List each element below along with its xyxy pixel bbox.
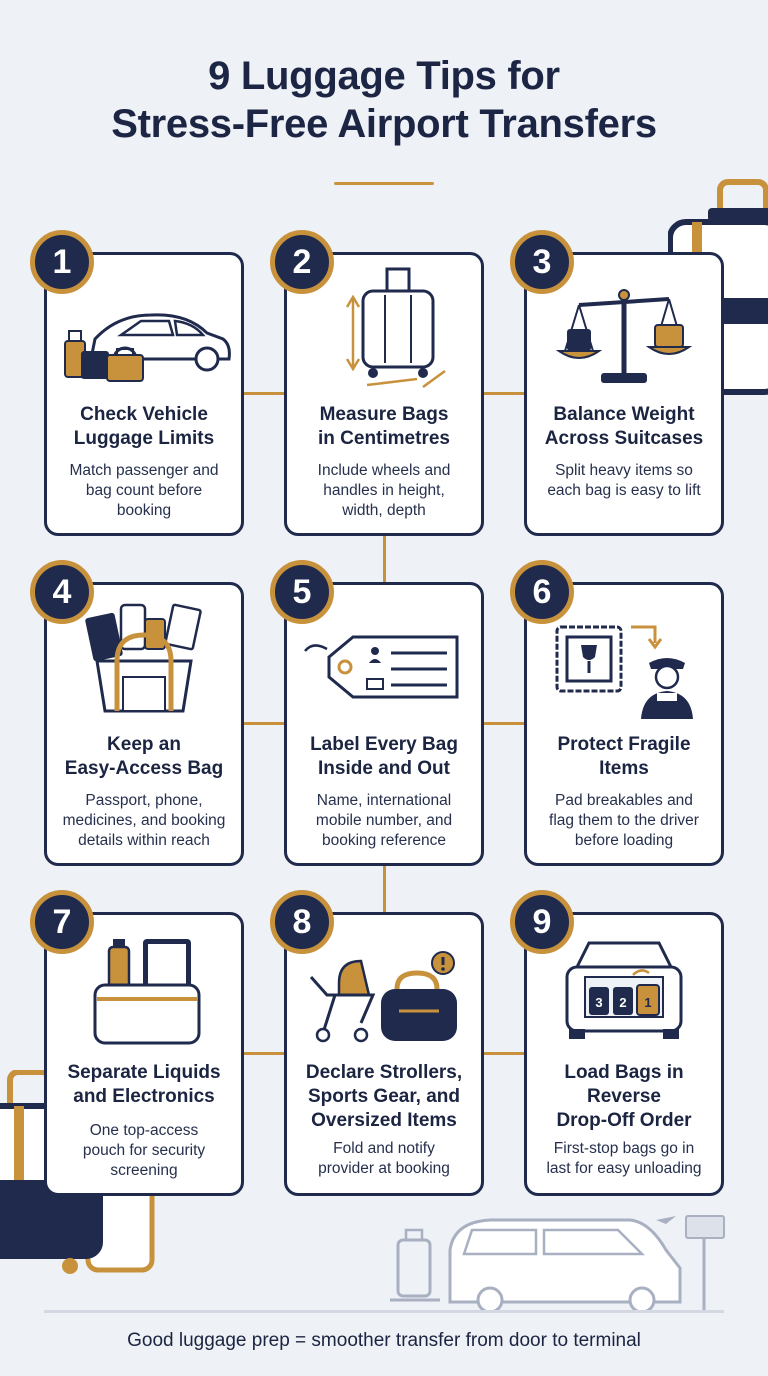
tip-3-title: Balance Weight Across Suitcases [544,404,704,449]
tip-card-8: Declare Strollers, Sports Gear, and Over… [284,912,484,1196]
title-line-2: Stress-Free Airport Transfers [111,102,657,146]
tip-5-title: Label Every Bag Inside and Out [310,734,458,779]
tip-card-1: Check Vehicle Luggage Limits Match passe… [44,252,244,536]
tip-7-desc: One top-access pouch for security screen… [82,1122,206,1179]
tip-2-number-badge: 2 [270,230,334,294]
tip-8-title: Declare Strollers, Sports Gear, and Over… [305,1062,463,1131]
tip-card-2: Measure Bags in Centimetres Include whee… [284,252,484,536]
trunk-bag-3-label: 3 [595,995,602,1010]
tip-7-title: Separate Liquids and Electronics [67,1062,221,1107]
trunk-bag-2-label: 2 [619,995,626,1010]
balance-scale-icon [555,289,693,383]
pouch-icon [93,939,201,1045]
tip-card-7: Separate Liquids and Electronics One top… [44,912,244,1196]
tip-1-desc: Match passenger and bag count before boo… [69,462,219,519]
car-trunk-icon: 3 2 1 [565,941,683,1039]
tip-9-number-badge: 9 [510,890,574,954]
tip-3-desc: Split heavy items so each bag is easy to… [547,462,701,499]
connector-row2-a [242,722,286,725]
tip-8-number-badge: 8 [270,890,334,954]
car-with-luggage-icon [64,313,231,382]
tote-bag-icon [85,603,202,713]
tip-6-number-badge: 6 [510,560,574,624]
title-divider [334,182,434,185]
tip-card-4: Keep an Easy-Access Bag Passport, phone,… [44,582,244,866]
tip-4-number-badge: 4 [30,560,94,624]
footer-divider [44,1310,724,1313]
tip-1-title: Check Vehicle Luggage Limits [73,404,215,449]
tip-4-title: Keep an Easy-Access Bag [64,734,224,779]
tip-card-5: Label Every Bag Inside and Out Name, int… [284,582,484,866]
page-title: 9 Luggage Tips for Stress-Free Airport T… [0,52,768,148]
tip-5-number-badge: 5 [270,560,334,624]
connector-row1-b [482,392,526,395]
tip-4-desc: Passport, phone, medicines, and booking … [62,792,226,849]
connector-vertical-1 [383,534,386,582]
trunk-bag-1-label: 1 [644,995,651,1010]
tip-1-number-badge: 1 [30,230,94,294]
connector-row2-b [482,722,526,725]
tip-6-desc: Pad breakables and flag them to the driv… [549,792,699,849]
tip-2-title: Measure Bags in Centimetres [318,404,450,449]
title-line-1: 9 Luggage Tips for [208,54,560,98]
tip-9-desc: First-stop bags go in last for easy unlo… [546,1140,702,1177]
fragile-driver-icon [555,625,693,719]
suitcase-measure-icon [345,267,446,389]
connector-vertical-2 [383,864,386,912]
tip-card-3: Balance Weight Across Suitcases Split he… [524,252,724,536]
stroller-bag-icon [309,951,457,1043]
connector-row1-a [242,392,286,395]
tip-9-title: Load Bags in Reverse Drop-Off Order [556,1062,692,1131]
connector-row3-a [242,1052,286,1055]
luggage-tag-icon [304,635,459,699]
tip-8-desc: Fold and notify provider at booking [318,1140,450,1177]
connector-row3-b [482,1052,526,1055]
tip-5-desc: Name, international mobile number, and b… [315,792,453,849]
tip-2-desc: Include wheels and handles in height, wi… [317,462,451,519]
tip-3-number-badge: 3 [510,230,574,294]
tip-6-title: Protect Fragile Items [557,734,691,779]
footer-text: Good luggage prep = smoother transfer fr… [127,1330,641,1351]
tip-card-6: Protect Fragile Items Pad breakables and… [524,582,724,866]
tip-7-number-badge: 7 [30,890,94,954]
tip-card-9: 3 2 1 Load Bags in Reverse Drop-Off Orde… [524,912,724,1196]
van-scene-icon [390,1215,725,1310]
